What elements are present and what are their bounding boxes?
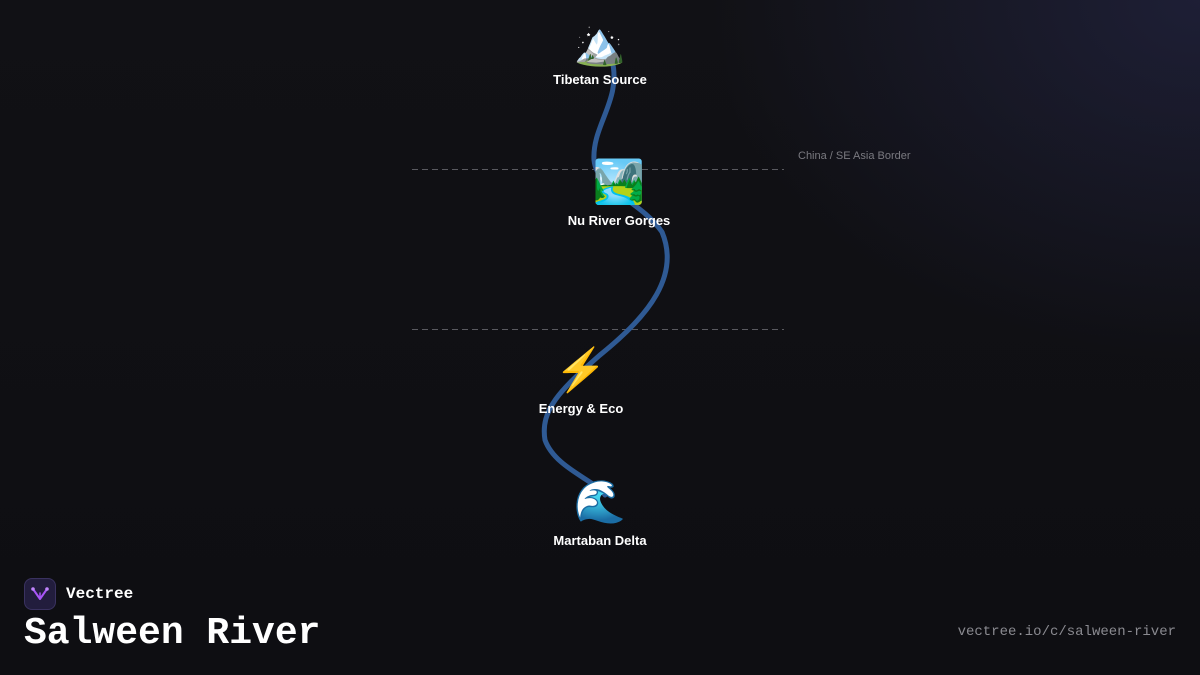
node-nu-river-gorges: 🏞️ Nu River Gorges [519,158,719,229]
river-gorge-icon: 🏞️ [592,158,646,205]
brand-name: Vectree [66,585,134,603]
mountain-icon: 🏔️ [573,20,627,67]
page-title: Salween River [24,612,321,655]
vectree-logo-icon [24,578,56,610]
page-url[interactable]: vectree.io/c/salween-river [957,624,1176,640]
node-tibetan-source: 🏔️ Tibetan Source [500,20,700,88]
node-label: Nu River Gorges [567,213,671,228]
lightning-icon: ⚡ [554,346,608,393]
node-label: Energy & Eco [538,401,624,416]
node-label: Martaban Delta [553,533,647,548]
node-energy-eco: ⚡ Energy & Eco [481,346,681,417]
node-martaban-delta: 🌊 Martaban Delta [500,478,700,549]
wave-icon: 🌊 [573,478,627,525]
node-label: Tibetan Source [553,72,647,87]
brand: Vectree [24,577,133,611]
river-path [541,57,670,498]
border-label: China / SE Asia Border [798,150,911,162]
